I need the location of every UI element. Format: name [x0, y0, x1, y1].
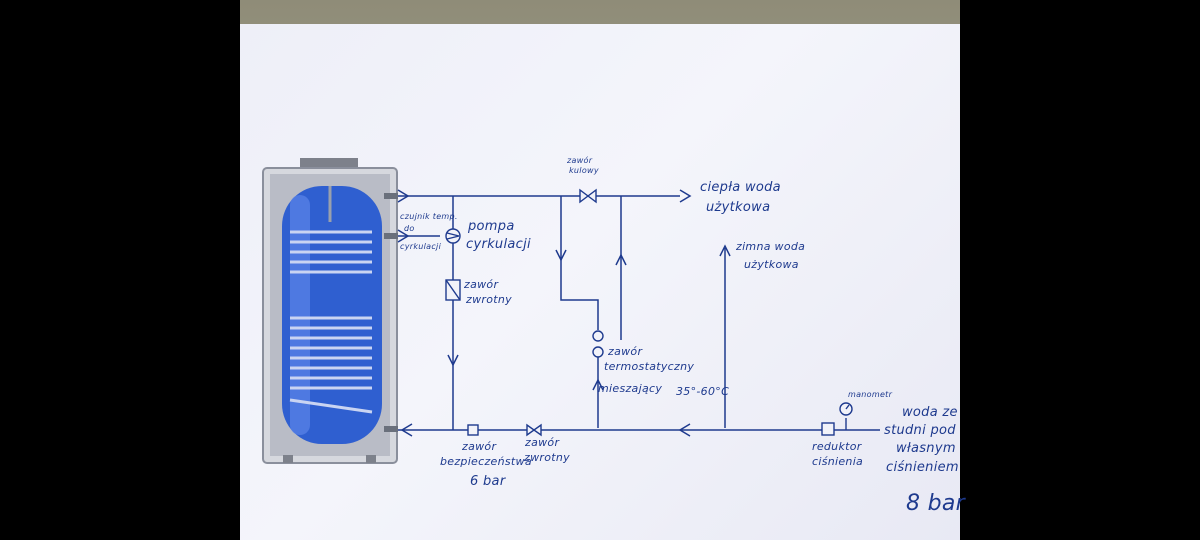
label-reduktor-2: ciśnienia	[812, 455, 864, 468]
label-czujnik-1: czujnik temp.	[400, 212, 458, 221]
riser-arrow	[447, 354, 459, 367]
label-czujnik-3: cyrkulacji	[400, 242, 442, 251]
thermostatic-valve-top	[592, 330, 604, 342]
label-zwrotny-top-2: zwrotny	[466, 293, 512, 306]
pump-arrow	[446, 232, 460, 240]
port-cold	[384, 426, 398, 432]
label-studni-pod: studni pod	[884, 423, 956, 438]
upper-coil	[290, 230, 372, 274]
safety-valve	[467, 424, 479, 436]
pipes	[397, 189, 880, 437]
label-temp-range: 35°-60°C	[676, 385, 730, 398]
label-zimna-woda: zimna woda	[736, 240, 806, 253]
label-pompa-cyrkulacji: cyrkulacji	[466, 237, 531, 252]
label-zimna-uzytkowa: użytkowa	[744, 258, 799, 271]
thermostatic-valve-bottom	[592, 346, 604, 358]
hot-pipe-arrow	[679, 189, 692, 203]
label-pompa: pompa	[468, 219, 515, 234]
label-woda-ze: woda ze	[902, 405, 958, 420]
label-bezp-2: bezpieczeństwa	[440, 455, 532, 468]
tank-highlight	[290, 195, 310, 435]
components	[445, 188, 853, 437]
circulation-pump	[445, 228, 461, 244]
label-zawor-kulowy-1: zawór	[567, 156, 593, 165]
tank-foot-right	[366, 455, 376, 463]
tank-outlet-arrow	[397, 189, 410, 203]
pressure-reducer	[821, 422, 835, 436]
label-bezp-3: 6 bar	[470, 474, 506, 489]
label-cisnieniem: ciśnieniem	[886, 460, 959, 475]
label-ciepla-woda: ciepła woda	[700, 180, 781, 195]
label-termo-3: mieszający	[598, 382, 663, 395]
circ-return-arrow	[397, 229, 410, 243]
label-ciepla-uzytkowa: użytkowa	[706, 200, 771, 215]
label-8-bar: 8 bar	[906, 491, 965, 516]
check-valve-top-mark	[445, 279, 461, 301]
label-zwrotny-bottom-2: zwrotny	[524, 451, 570, 464]
label-zwrotny-top-1: zawór	[464, 278, 499, 291]
ball-valve	[579, 188, 597, 204]
water-tank	[262, 158, 398, 464]
cold-user-arrow	[719, 244, 731, 257]
label-zwrotny-bottom-1: zawór	[525, 436, 560, 449]
tank-inlet-arrow	[400, 423, 413, 437]
mixer-out-arrow	[615, 253, 627, 266]
label-wlasnym: własnym	[896, 441, 956, 456]
label-reduktor-1: reduktor	[812, 440, 862, 453]
label-czujnik-2: do	[404, 224, 415, 233]
mixer-hot-arrow	[555, 249, 567, 262]
label-zawor-kulowy-2: kulowy	[569, 166, 599, 175]
manometer-needle	[845, 404, 850, 410]
label-termo-1: zawór	[608, 345, 643, 358]
lower-coil	[289, 316, 373, 414]
cold-supply-arrow	[678, 423, 691, 437]
label-bezp-1: zawór	[462, 440, 497, 453]
tank-foot-left	[283, 455, 293, 463]
mixer-cold-arrow	[592, 378, 604, 391]
mixer-hot-branch	[560, 196, 599, 330]
port-circulation	[384, 233, 398, 239]
label-manometr: manometr	[848, 390, 893, 399]
port-hot	[384, 193, 398, 199]
check-valve-bottom	[526, 423, 542, 437]
label-termo-2: termostatyczny	[604, 360, 695, 373]
